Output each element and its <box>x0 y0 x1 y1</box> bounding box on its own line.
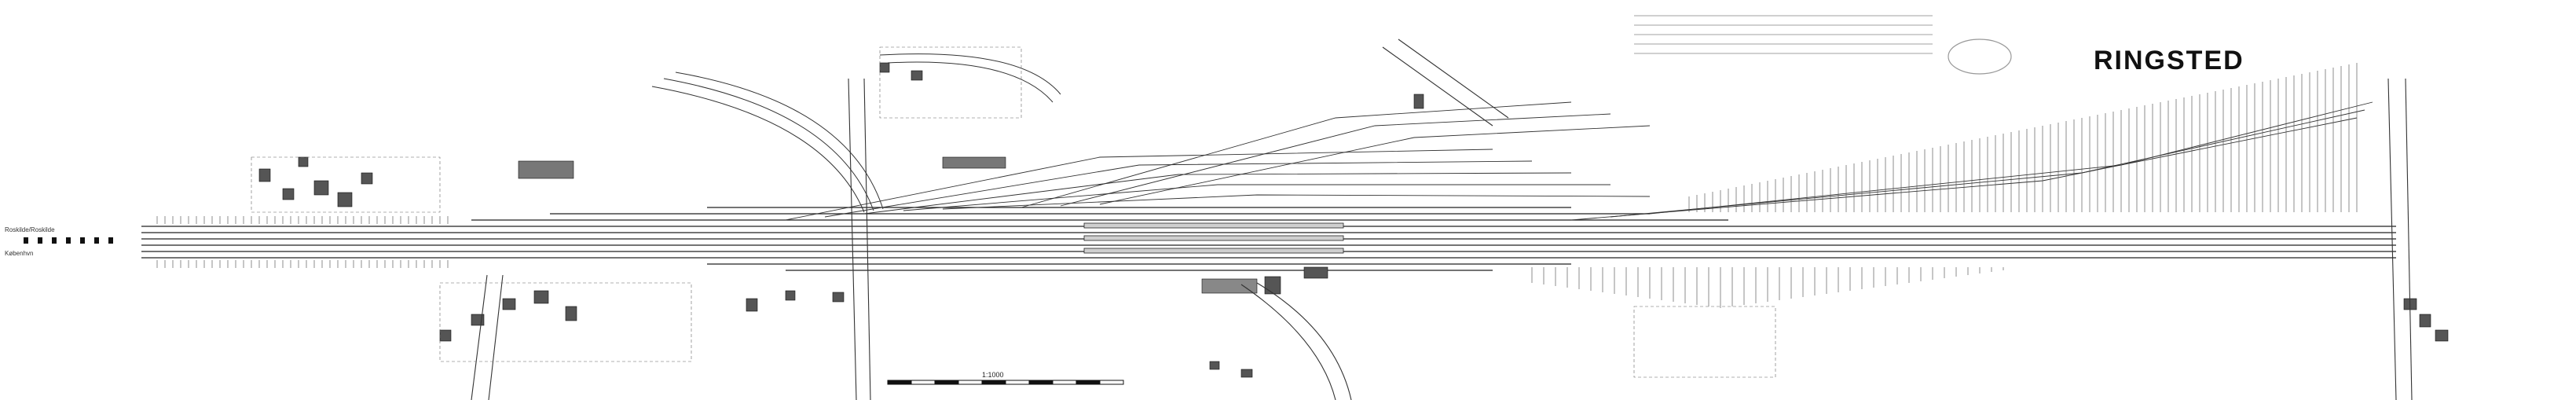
embankment-hatching-right <box>1531 63 2358 308</box>
station-title: RINGSTED <box>2094 46 2244 75</box>
stamp-oval <box>1948 39 2012 75</box>
side-label-left-upper: Roskilde/Roskilde <box>5 226 55 233</box>
roads <box>471 39 2413 400</box>
scale-label: 1:1000 <box>982 371 1004 379</box>
track-end-markers <box>24 237 113 244</box>
yard-diverging-tracks <box>785 101 2373 221</box>
plot-boundaries <box>251 46 1776 378</box>
side-label-left-lower: Københvn <box>5 250 34 257</box>
scale-bar <box>887 380 1124 385</box>
embankment-hatching-left <box>156 216 449 268</box>
platforms <box>1083 222 1344 254</box>
legend-block <box>1634 15 1933 54</box>
